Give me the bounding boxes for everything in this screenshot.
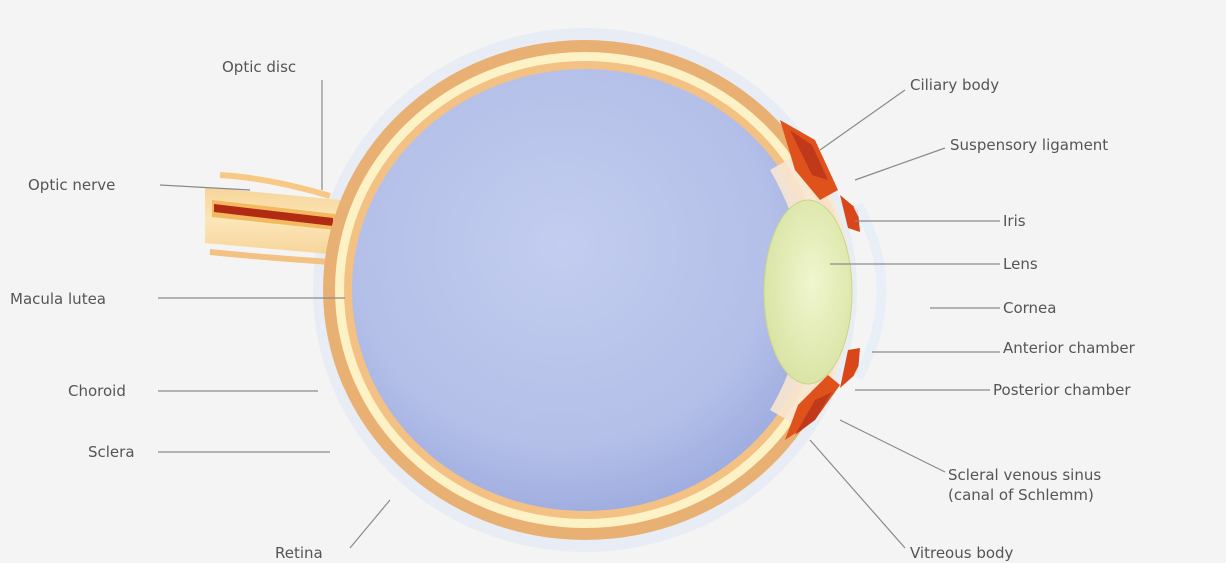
label-sclera: Sclera <box>88 443 135 461</box>
label-anterior-chamber: Anterior chamber <box>1003 339 1136 357</box>
label-optic-disc: Optic disc <box>222 58 296 76</box>
label-canal-of-schlemm: (canal of Schlemm) <box>948 486 1094 504</box>
label-suspensory-ligament: Suspensory ligament <box>950 136 1108 154</box>
label-optic-nerve: Optic nerve <box>28 176 115 194</box>
label-macula-lutea: Macula lutea <box>10 290 106 308</box>
label-choroid: Choroid <box>68 382 126 400</box>
label-scleral-venous-sinus: Scleral venous sinus <box>948 466 1101 484</box>
label-iris: Iris <box>1003 212 1026 230</box>
label-ciliary-body: Ciliary body <box>910 76 999 94</box>
label-lens: Lens <box>1003 255 1038 273</box>
label-retina: Retina <box>275 544 323 562</box>
label-posterior-chamber: Posterior chamber <box>993 381 1131 399</box>
label-vitreous-body: Vitreous body <box>910 544 1014 562</box>
vitreous-body <box>352 69 818 511</box>
label-cornea: Cornea <box>1003 299 1056 317</box>
lens <box>764 200 852 384</box>
